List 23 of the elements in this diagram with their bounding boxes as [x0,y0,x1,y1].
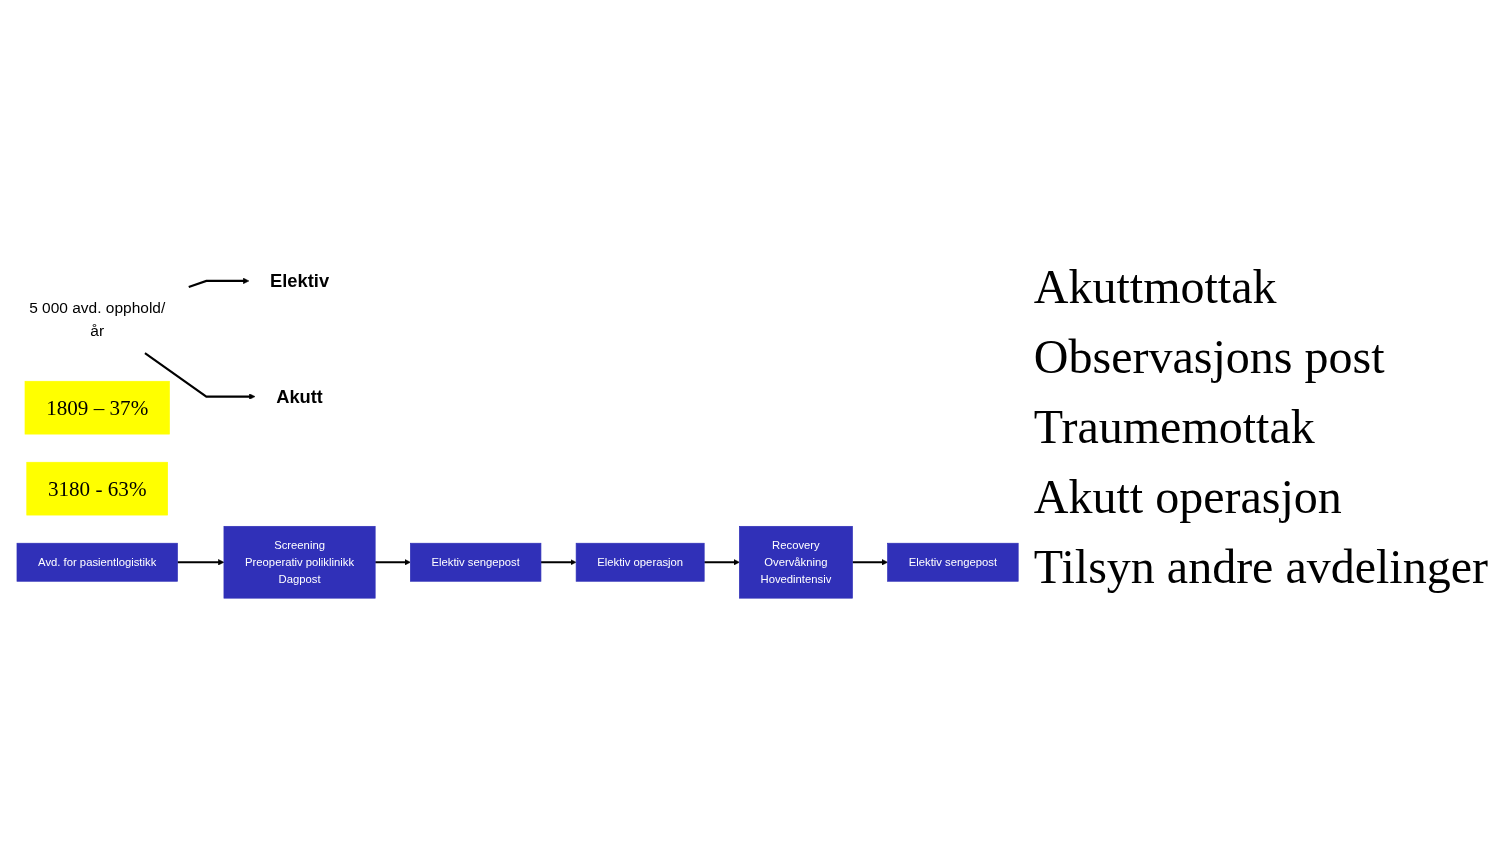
list-item-text: Observasjons post [1033,329,1386,385]
list-item-text: Traumemottak [1033,399,1316,455]
node-text: Akutt [276,385,323,407]
node-box: Avd. for pasientlogistikk [16,542,178,582]
arrow [852,558,888,565]
node-box: Recovery Overvåkning Hovedintensiv [739,525,853,599]
node-box: Screening Preoperativ poliklinikk Dagpost [223,525,376,599]
list-item-text: Tilsyn andre avdelinger [1033,539,1488,595]
arrow [144,351,256,400]
node-box: Elektiv sengepost [887,542,1019,582]
node-box: 3180 - 63% [26,461,168,515]
list-item-text: Akutt operasjon [1033,469,1343,525]
arrow [375,558,411,565]
arrow [177,558,225,565]
arrow [540,558,577,565]
node-text: 5 000 avd. opphold/år [29,298,166,340]
arrow [704,558,740,565]
node-box: Elektiv operasjon [575,542,705,582]
arrow [188,277,250,288]
list-item-text: Akuttmottak [1033,259,1278,315]
node-text: Elektiv [270,269,330,291]
node-box: Elektiv sengepost [410,542,542,582]
node-box: 1809 – 37% [24,380,170,435]
